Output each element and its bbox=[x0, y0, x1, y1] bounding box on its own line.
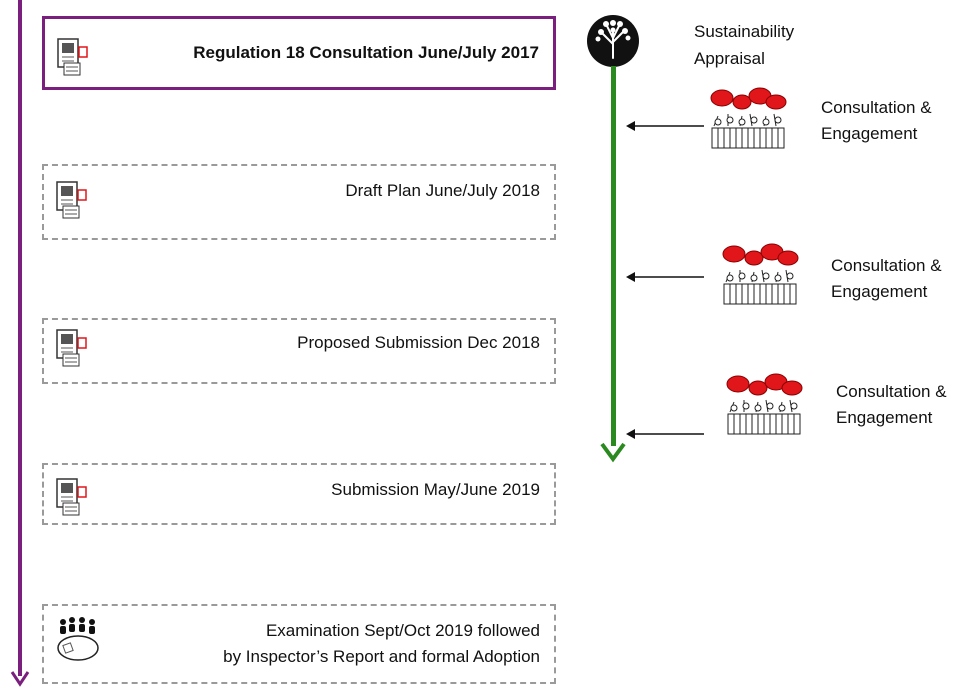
stage-submission: Submission May/June 2019 bbox=[42, 463, 556, 525]
document-icon bbox=[57, 38, 88, 76]
stage-label: Proposed Submission Dec 2018 bbox=[297, 333, 540, 352]
crowd-speech-icon bbox=[726, 373, 803, 435]
consultation-label: Consultation & Engagement bbox=[821, 98, 932, 143]
left-arrow-icon bbox=[626, 272, 704, 282]
crowd-speech-icon bbox=[710, 87, 787, 149]
consultation-label: Consultation & Engagement bbox=[836, 382, 947, 427]
document-icon bbox=[56, 329, 87, 367]
timeline-arrowhead bbox=[10, 671, 30, 687]
document-icon bbox=[56, 478, 87, 516]
stage-draft-plan: Draft Plan June/July 2018 bbox=[42, 164, 556, 240]
meeting-table-icon bbox=[57, 617, 99, 661]
stage-proposed-submission: Proposed Submission Dec 2018 bbox=[42, 318, 556, 384]
appraisal-line bbox=[611, 66, 616, 446]
stage-examination: Examination Sept/Oct 2019 followed by In… bbox=[42, 604, 556, 684]
tree-icon bbox=[587, 15, 639, 67]
crowd-speech-icon bbox=[722, 243, 799, 305]
consultation-label: Consultation & Engagement bbox=[831, 256, 942, 301]
document-icon bbox=[56, 181, 87, 219]
stage-label: Draft Plan June/July 2018 bbox=[345, 181, 540, 200]
appraisal-arrowhead bbox=[600, 442, 626, 463]
stage-label: Regulation 18 Consultation June/July 201… bbox=[193, 43, 539, 62]
timeline-line bbox=[18, 0, 22, 676]
stage-label: Submission May/June 2019 bbox=[331, 480, 540, 499]
left-arrow-icon bbox=[626, 121, 704, 131]
stage-regulation-18: Regulation 18 Consultation June/July 201… bbox=[42, 16, 556, 90]
left-arrow-icon bbox=[626, 429, 704, 439]
sustainability-appraisal-title: Sustainability Appraisal bbox=[694, 22, 795, 68]
stage-label: Examination Sept/Oct 2019 followed by In… bbox=[223, 621, 540, 666]
